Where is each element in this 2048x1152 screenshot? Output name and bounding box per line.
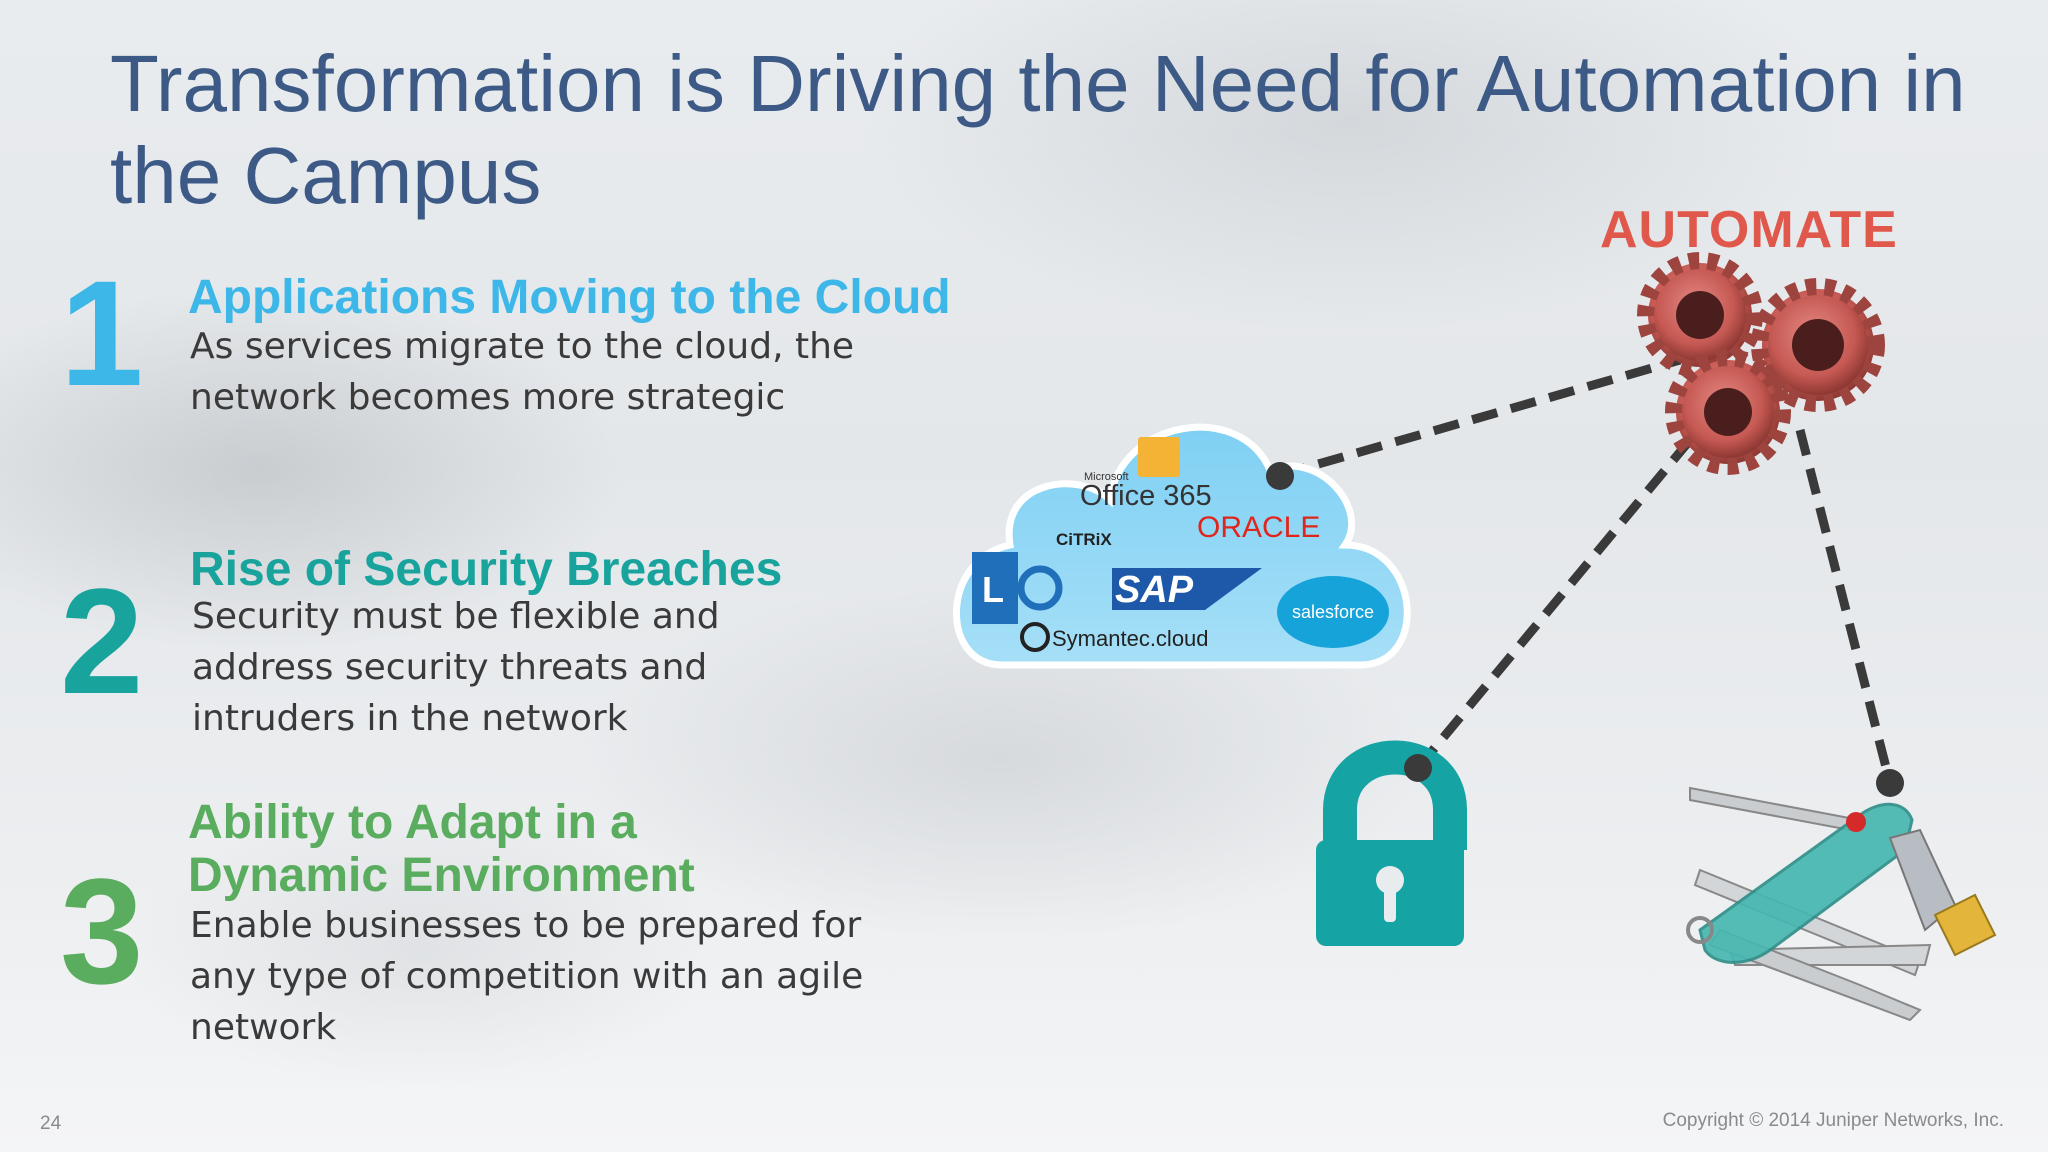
salesforce-logo-icon xyxy=(1277,576,1389,648)
sap-logo-icon xyxy=(1112,568,1262,610)
cloud-icon: Microsoft Office 365 CiTRiX ORACLE L SAP… xyxy=(953,423,1411,669)
item-description-2: Security must be flexible and address se… xyxy=(192,596,720,739)
oracle-logo: ORACLE xyxy=(1197,511,1320,544)
page-number: 24 xyxy=(40,1113,62,1134)
item-heading-3a: Ability to Adapt in a xyxy=(188,796,637,849)
lync-logo-letter: L xyxy=(982,569,1004,610)
automate-label: AUTOMATE xyxy=(1600,201,1898,259)
copyright-notice: Copyright © 2014 Juniper Networks, Inc. xyxy=(1662,1110,2004,1131)
padlock-icon xyxy=(1316,740,1467,946)
item-heading-1: Applications Moving to the Cloud xyxy=(188,271,951,324)
symantec-check-icon xyxy=(1020,622,1050,652)
office365-logo: Office 365 xyxy=(1080,480,1212,512)
item-number-2: 2 xyxy=(60,557,144,725)
connector-lines xyxy=(1278,355,1895,785)
item-heading-3b: Dynamic Environment xyxy=(188,849,695,902)
salesforce-logo: salesforce xyxy=(1292,602,1374,622)
item-number-1: 1 xyxy=(60,249,144,417)
swiss-army-knife-icon xyxy=(1686,786,1997,1022)
citrix-logo: CiTRiX xyxy=(1056,530,1112,549)
item-description-3: Enable businesses to be prepared for any… xyxy=(190,905,864,1048)
item-heading-2: Rise of Security Breaches xyxy=(190,543,783,596)
symantec-logo: Symantec.cloud xyxy=(1052,626,1209,651)
item-number-3: 3 xyxy=(60,847,144,1015)
lync-logo-icon xyxy=(972,552,1018,624)
cloud-connector-dot xyxy=(1266,462,1294,490)
gears-icon xyxy=(1637,252,1885,475)
item-description-1: As services migrate to the cloud, the ne… xyxy=(190,326,855,418)
padlock-connector-dot xyxy=(1404,754,1432,782)
office-logo-icon xyxy=(1138,437,1180,477)
knife-connector-dot xyxy=(1876,769,1904,797)
sap-logo: SAP xyxy=(1115,569,1194,611)
slide-title: Transformation is Driving the Need for A… xyxy=(110,39,1966,220)
office-small-label: Microsoft xyxy=(1084,471,1129,483)
